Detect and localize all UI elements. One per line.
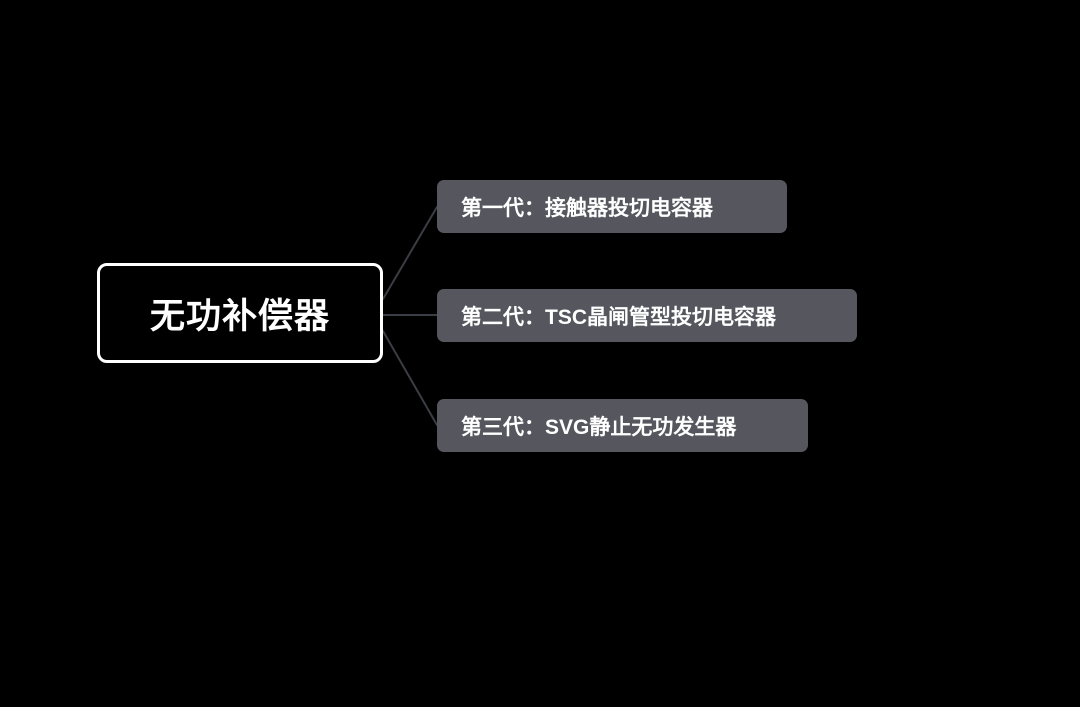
child-node-gen2-label: 第二代：TSC晶闸管型投切电容器 — [461, 305, 776, 329]
connector-root-to-gen3 — [382, 330, 438, 426]
child-node-gen3[interactable]: 第三代：SVG静止无功发生器 — [437, 399, 808, 452]
root-node[interactable]: 无功补偿器 — [97, 263, 383, 363]
child-node-gen3-label: 第三代：SVG静止无功发生器 — [461, 415, 737, 439]
root-node-label: 无功补偿器 — [149, 296, 330, 336]
child-node-gen1[interactable]: 第一代：接触器投切电容器 — [437, 180, 787, 233]
child-node-gen2[interactable]: 第二代：TSC晶闸管型投切电容器 — [437, 289, 857, 342]
connector-root-to-gen1 — [382, 206, 438, 300]
child-node-gen1-label: 第一代：接触器投切电容器 — [461, 196, 713, 220]
